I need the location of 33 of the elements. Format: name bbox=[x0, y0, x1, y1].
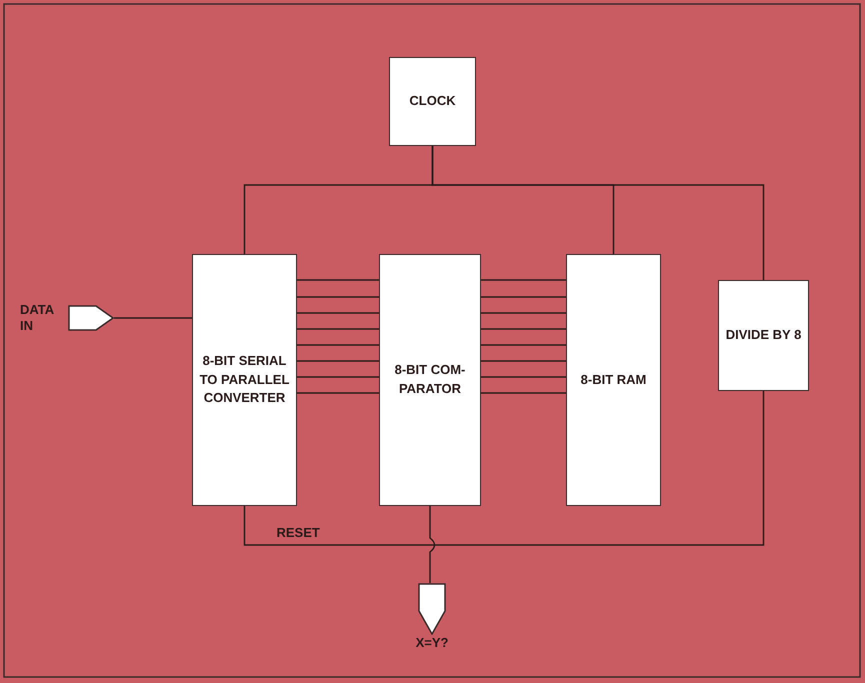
signal-line bbox=[297, 296, 379, 298]
signal-line bbox=[297, 328, 379, 330]
signal-line bbox=[244, 391, 764, 546]
signal-line bbox=[429, 506, 436, 583]
signal-line bbox=[297, 392, 379, 394]
block-label: 8-BIT COM- PARATOR bbox=[394, 361, 466, 398]
signal-line bbox=[481, 344, 566, 346]
signal-line bbox=[481, 328, 566, 330]
block-box bbox=[718, 280, 809, 391]
signal-line bbox=[481, 360, 566, 362]
signal-line bbox=[297, 376, 379, 378]
signal-line bbox=[481, 312, 566, 314]
block-label: 8-BIT SERIAL TO PARALLEL CONVERTER bbox=[198, 352, 290, 408]
signal-line bbox=[481, 376, 566, 378]
signal-line bbox=[481, 392, 566, 394]
block-box bbox=[389, 57, 476, 146]
signal-line bbox=[481, 296, 566, 298]
block-box bbox=[379, 254, 481, 506]
block-label: CLOCK bbox=[408, 92, 457, 110]
port-label: DATA IN bbox=[20, 302, 55, 334]
block-box bbox=[566, 254, 661, 506]
signal-line bbox=[481, 279, 566, 281]
signal-line bbox=[297, 360, 379, 362]
signal-line bbox=[297, 312, 379, 314]
signal-line bbox=[297, 344, 379, 346]
block-label: DIVIDE BY 8 bbox=[724, 326, 802, 344]
block-label: 8-BIT RAM bbox=[580, 370, 648, 389]
signal-line bbox=[114, 317, 192, 319]
edge-label: RESET bbox=[274, 525, 322, 540]
block-box bbox=[192, 254, 297, 506]
signal-line bbox=[432, 146, 764, 280]
signal-line bbox=[297, 279, 379, 281]
port-label: X=Y? bbox=[414, 635, 450, 650]
